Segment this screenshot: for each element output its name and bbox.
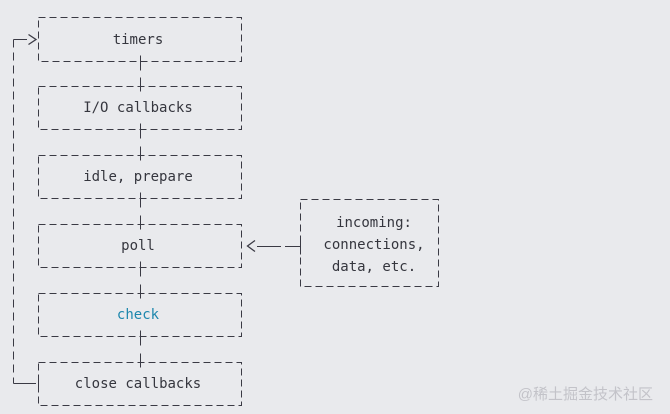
- phase-box-poll: poll: [38, 224, 242, 268]
- phase-label-io-callbacks: I/O callbacks: [83, 100, 193, 116]
- phase-label-idle-prepare: idle, prepare: [83, 169, 193, 185]
- arrowhead-left-icon: [246, 239, 256, 253]
- phase-box-check: check: [38, 293, 242, 337]
- incoming-line-3: data, etc.: [331, 258, 417, 275]
- phase-box-close-callbacks: close callbacks: [38, 362, 242, 406]
- phase-label-timers: timers: [112, 31, 164, 48]
- incoming-box: incoming: connections, data, etc.: [300, 199, 438, 287]
- phase-box-io-callbacks: I/O callbacks: [38, 86, 242, 130]
- phase-box-timers: timers: [38, 17, 242, 62]
- arrowhead-right-icon: [28, 33, 38, 46]
- incoming-line-1: incoming:: [336, 214, 412, 231]
- phase-label-check: check: [116, 307, 160, 323]
- incoming-box-outline: [300, 199, 439, 287]
- phase-label-close-callbacks: close callbacks: [74, 376, 202, 392]
- incoming-line-2: connections,: [323, 236, 425, 253]
- watermark-text: @稀土掘金技术社区: [517, 386, 653, 403]
- timers-box-outline: [38, 17, 242, 62]
- phase-label-poll: poll: [121, 238, 155, 254]
- phase-box-idle-prepare: idle, prepare: [38, 155, 242, 199]
